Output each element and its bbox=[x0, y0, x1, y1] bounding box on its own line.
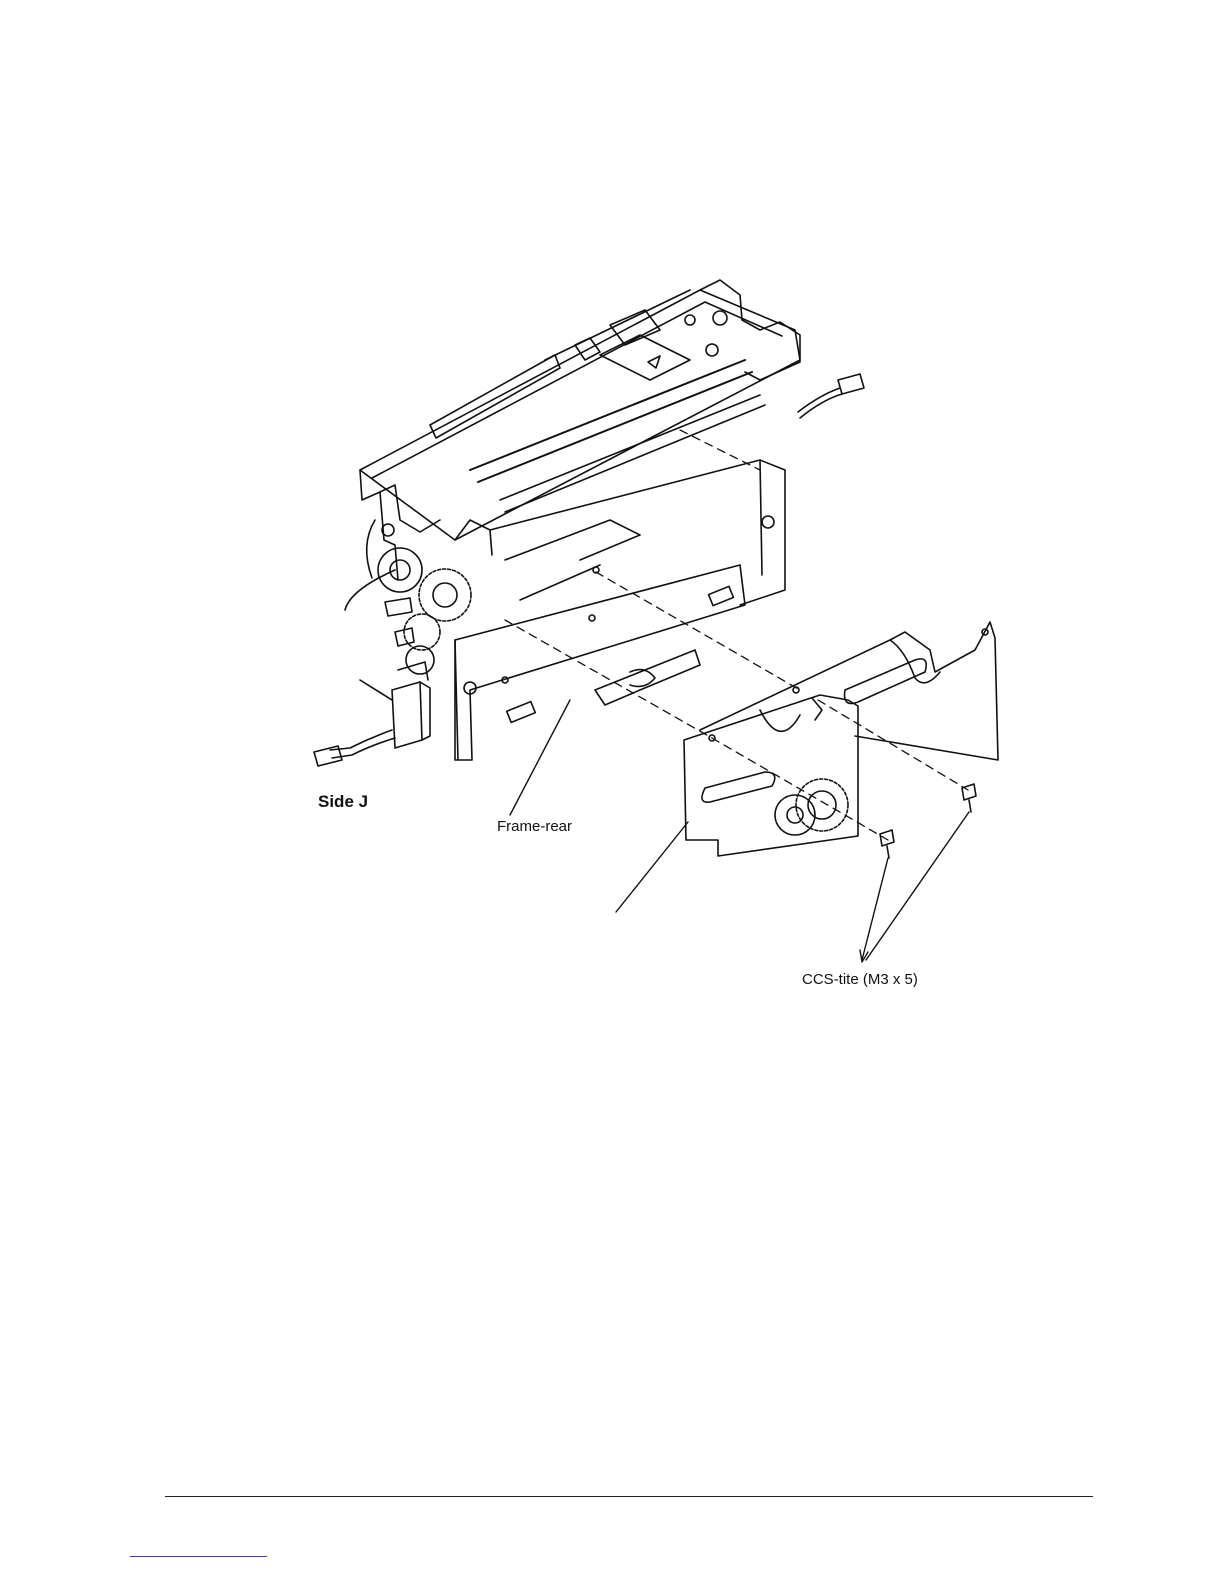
footer-rule bbox=[165, 1496, 1093, 1497]
leader-left-top bbox=[367, 520, 375, 578]
mechanism-top-frame bbox=[360, 280, 800, 580]
frame-rear-plate bbox=[455, 565, 745, 760]
sensor-unit bbox=[392, 662, 430, 748]
side-j-label: Side J bbox=[318, 792, 368, 812]
gear-icon bbox=[378, 548, 471, 674]
screw-spec-label: CCS-tite (M3 x 5) bbox=[802, 971, 918, 988]
callout-leaders bbox=[510, 700, 969, 962]
mechanism-main-body bbox=[455, 460, 785, 760]
gear-icon bbox=[775, 779, 848, 835]
frame-rear-label: Frame-rear bbox=[497, 818, 572, 835]
bracket-assembly bbox=[684, 622, 998, 856]
screw-icon bbox=[880, 784, 976, 858]
page-link-underline[interactable] bbox=[130, 1556, 267, 1557]
leader-left-upper bbox=[345, 570, 395, 610]
leader-left-lower bbox=[360, 680, 392, 700]
